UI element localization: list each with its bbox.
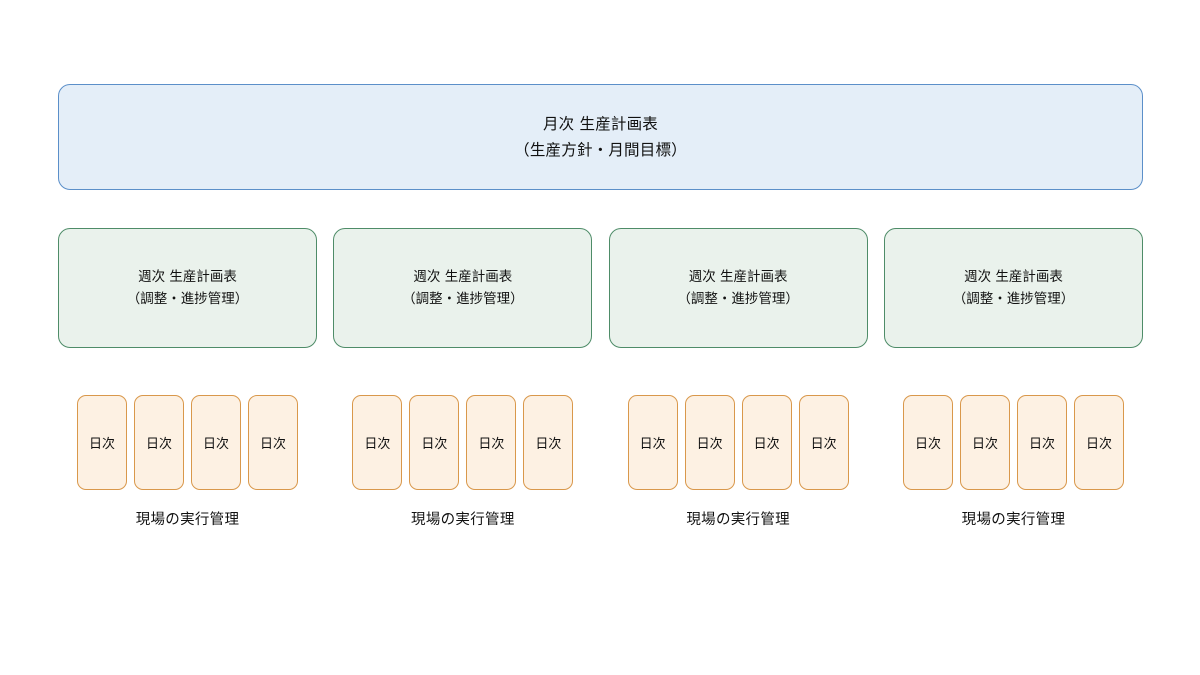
daily-boxes-1: 日次 日次 日次 日次 — [77, 395, 298, 490]
weekly-plan-title-3: 週次 生産計画表 — [688, 269, 788, 285]
daily-box-3-3: 日次 — [741, 395, 792, 490]
weekly-plan-subtitle-2: （調整・進捗管理） — [402, 291, 524, 307]
daily-box-label: 日次 — [971, 437, 998, 452]
daily-box-2-1: 日次 — [352, 395, 403, 490]
daily-box-4-4: 日次 — [1073, 395, 1124, 490]
daily-box-3-1: 日次 — [627, 395, 678, 490]
weekly-plan-title-4: 週次 生産計画表 — [964, 269, 1063, 285]
daily-box-4-1: 日次 — [902, 395, 953, 490]
daily-box-2-3: 日次 — [466, 395, 517, 490]
daily-group-2: 日次 日次 日次 日次 現場の実行管理 — [333, 395, 592, 530]
daily-box-label: 日次 — [696, 437, 723, 452]
daily-box-label: 日次 — [914, 437, 941, 452]
daily-box-label: 日次 — [1028, 437, 1055, 452]
daily-group-1: 日次 日次 日次 日次 現場の実行管理 — [58, 395, 317, 530]
daily-box-1-3: 日次 — [191, 395, 241, 490]
weekly-plan-box-2: 週次 生産計画表 （調整・進捗管理） — [333, 228, 593, 348]
weekly-plan-row: 週次 生産計画表 （調整・進捗管理） 週次 生産計画表 （調整・進捗管理） 週次… — [58, 228, 1143, 348]
daily-group-caption-3: 現場の実行管理 — [686, 512, 790, 528]
daily-box-label: 日次 — [478, 437, 505, 452]
weekly-plan-subtitle-3: （調整・進捗管理） — [677, 291, 799, 307]
weekly-plan-title-1: 週次 生産計画表 — [138, 269, 237, 285]
daily-group-caption-2: 現場の実行管理 — [411, 512, 515, 528]
weekly-plan-box-4: 週次 生産計画表 （調整・進捗管理） — [883, 228, 1143, 348]
daily-box-label: 日次 — [753, 437, 780, 452]
monthly-plan-box: 月次 生産計画表 （生産方針・月間目標） — [58, 84, 1143, 190]
daily-box-1-4: 日次 — [248, 395, 298, 490]
weekly-plan-box-3: 週次 生産計画表 （調整・進捗管理） — [608, 228, 868, 348]
daily-box-3-4: 日次 — [798, 395, 849, 490]
weekly-plan-box-1: 週次 生産計画表 （調整・進捗管理） — [58, 228, 317, 348]
daily-box-label: 日次 — [1085, 437, 1112, 452]
daily-group-caption-4: 現場の実行管理 — [961, 512, 1066, 528]
weekly-plan-title-2: 週次 生産計画表 — [413, 269, 513, 285]
daily-plan-row: 日次 日次 日次 日次 現場の実行管理 日次 日次 — [58, 395, 1143, 530]
daily-box-2-4: 日次 — [523, 395, 574, 490]
daily-box-3-2: 日次 — [684, 395, 735, 490]
daily-group-3: 日次 日次 日次 日次 現場の実行管理 — [609, 395, 868, 530]
daily-box-1-2: 日次 — [134, 395, 184, 490]
daily-box-label: 日次 — [810, 437, 837, 452]
daily-boxes-4: 日次 日次 日次 日次 — [902, 395, 1124, 490]
daily-box-label: 日次 — [364, 437, 391, 452]
monthly-plan-subtitle: （生産方針・月間目標） — [514, 141, 687, 159]
daily-box-4-2: 日次 — [959, 395, 1010, 490]
daily-box-4-3: 日次 — [1016, 395, 1067, 490]
daily-box-label: 日次 — [259, 437, 286, 452]
daily-box-label: 日次 — [639, 437, 666, 452]
daily-box-label: 日次 — [202, 437, 229, 452]
daily-box-2-2: 日次 — [409, 395, 460, 490]
daily-box-label: 日次 — [145, 437, 172, 452]
weekly-plan-subtitle-1: （調整・進捗管理） — [126, 291, 249, 307]
daily-box-1-1: 日次 — [77, 395, 127, 490]
daily-box-label: 日次 — [535, 437, 562, 452]
weekly-plan-subtitle-4: （調整・進捗管理） — [952, 291, 1075, 307]
daily-group-4: 日次 日次 日次 日次 現場の実行管理 — [884, 395, 1143, 530]
daily-group-caption-1: 現場の実行管理 — [135, 512, 240, 528]
daily-box-label: 日次 — [421, 437, 448, 452]
daily-box-label: 日次 — [88, 437, 115, 452]
monthly-plan-title: 月次 生産計画表 — [542, 115, 659, 133]
daily-boxes-3: 日次 日次 日次 日次 — [627, 395, 849, 490]
daily-boxes-2: 日次 日次 日次 日次 — [352, 395, 574, 490]
